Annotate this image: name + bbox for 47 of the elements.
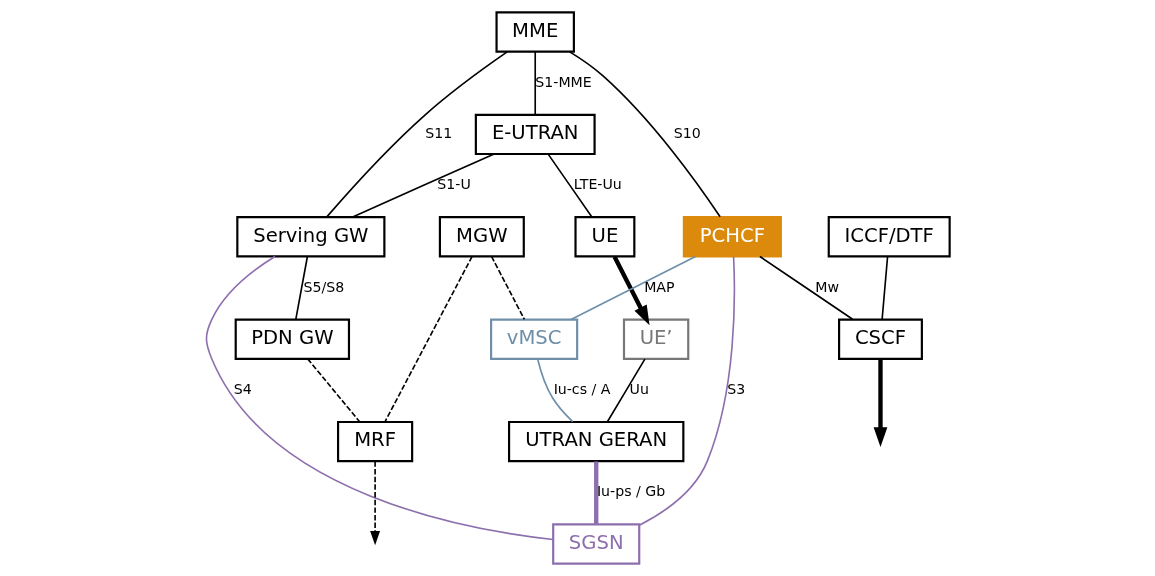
edge-label: Iu-cs / A (553, 381, 610, 398)
node-box: vMSC (489, 318, 578, 360)
edge-label: S10 (673, 125, 701, 142)
connector (880, 255, 888, 321)
connector (547, 153, 593, 218)
connector (758, 255, 853, 321)
edge-label: S1-MME (534, 73, 592, 90)
node-box: PCHCF (682, 216, 782, 258)
connector (351, 153, 494, 218)
arrow (612, 255, 650, 326)
connector (205, 255, 554, 541)
connector (306, 358, 360, 423)
connector (568, 51, 721, 218)
edge-label: S4 (233, 381, 252, 398)
edge-label: S1-U (436, 176, 471, 193)
edge-label: Mw (814, 278, 839, 295)
node-box: MME (494, 11, 575, 53)
node-box: SGSN (551, 523, 640, 565)
edge-label: S11 (424, 125, 452, 142)
node-box: UTRAN GERAN (507, 420, 684, 463)
node-box: UE’ (622, 318, 689, 360)
edge-label: Iu-ps / Gb (596, 483, 665, 500)
connector (606, 358, 646, 423)
node-box: ICCF/DTF (827, 216, 951, 258)
node-box: MGW (438, 216, 525, 258)
node-box: E-UTRAN (474, 113, 596, 156)
node-box: UE (573, 216, 635, 258)
connector (294, 255, 308, 321)
connector (593, 461, 598, 525)
connector (490, 255, 525, 321)
arrow (873, 359, 887, 447)
node-box: CSCF (837, 318, 923, 360)
node-box: MRF (336, 420, 413, 463)
edge-label: LTE-Uu (573, 176, 622, 193)
node-box: PDN GW (234, 318, 350, 360)
connector (536, 358, 573, 423)
arrow (369, 460, 380, 546)
connector (383, 255, 473, 423)
edge-label: S5/S8 (303, 278, 344, 295)
edge-label: S3 (726, 381, 745, 398)
connector (569, 255, 696, 321)
connector (533, 51, 536, 116)
node-box: Serving GW (235, 216, 385, 258)
edge-label: Uu (629, 381, 649, 398)
connector (638, 255, 735, 527)
edge-label: MAP (643, 278, 675, 295)
connector (325, 50, 508, 218)
